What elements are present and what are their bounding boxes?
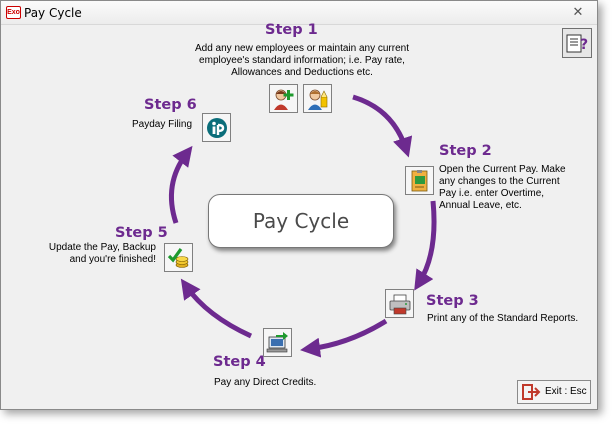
- arrow-step2-to-step3: [414, 200, 437, 291]
- add-employee-icon: [274, 89, 294, 110]
- payday-filing-button[interactable]: [202, 113, 231, 142]
- close-icon: ✕: [572, 4, 584, 19]
- step4-title: Step 4: [213, 354, 266, 370]
- step2-title: Step 2: [439, 143, 492, 159]
- add-employee-button[interactable]: [269, 84, 298, 113]
- arrow-step5-to-step6: [168, 145, 193, 224]
- pay-cycle-center-label: Pay Cycle: [208, 194, 394, 248]
- arrow-step4-to-step5: [180, 278, 253, 339]
- open-pay-button[interactable]: [405, 166, 434, 195]
- exit-button-label: Exit : Esc: [545, 386, 587, 397]
- print-reports-button[interactable]: [385, 289, 414, 318]
- arrow-step3-to-step4: [300, 318, 388, 358]
- update-pay-button[interactable]: [164, 243, 193, 272]
- step5-description: Update the Pay, Backup and you're finish…: [48, 242, 156, 265]
- step6-description: Payday Filing: [132, 119, 193, 130]
- step4-description: Pay any Direct Credits.: [214, 377, 317, 388]
- exit-icon: [522, 384, 541, 400]
- window-title: Pay Cycle: [24, 6, 82, 20]
- step2-description: Open the Current Pay. Make any changes t…: [439, 164, 566, 211]
- step1-title: Step 1: [265, 22, 318, 38]
- step3-description: Print any of the Standard Reports.: [427, 313, 579, 324]
- svg-text:?: ?: [580, 37, 588, 53]
- close-button[interactable]: ✕: [569, 5, 587, 19]
- open-pay-icon: [411, 170, 428, 192]
- maintain-employee-button[interactable]: [303, 84, 332, 113]
- maintain-employee-icon: [308, 89, 328, 110]
- arrow-step1-to-step2: [352, 94, 413, 158]
- update-checkmark-icon: [167, 248, 189, 268]
- printer-icon: [389, 294, 411, 315]
- exit-button[interactable]: Exit : Esc: [517, 380, 591, 404]
- step6-title: Step 6: [144, 97, 197, 113]
- help-book-icon: ?: [566, 34, 588, 53]
- direct-credits-button[interactable]: [263, 328, 292, 357]
- help-button[interactable]: ?: [562, 28, 592, 58]
- app-icon: Exo: [6, 6, 21, 19]
- cycle-arrows: [168, 94, 437, 358]
- payday-filing-icon: [207, 118, 227, 138]
- step3-title: Step 3: [426, 293, 479, 309]
- title-bar: Exo Pay Cycle ✕: [1, 1, 597, 25]
- step5-title: Step 5: [115, 225, 168, 241]
- computer-transfer-icon: [266, 332, 288, 353]
- step1-description: Add any new employees or maintain any cu…: [194, 43, 409, 78]
- pay-cycle-window: Exo Pay Cycle ✕ ? Step 1 Add any new emp…: [0, 0, 598, 410]
